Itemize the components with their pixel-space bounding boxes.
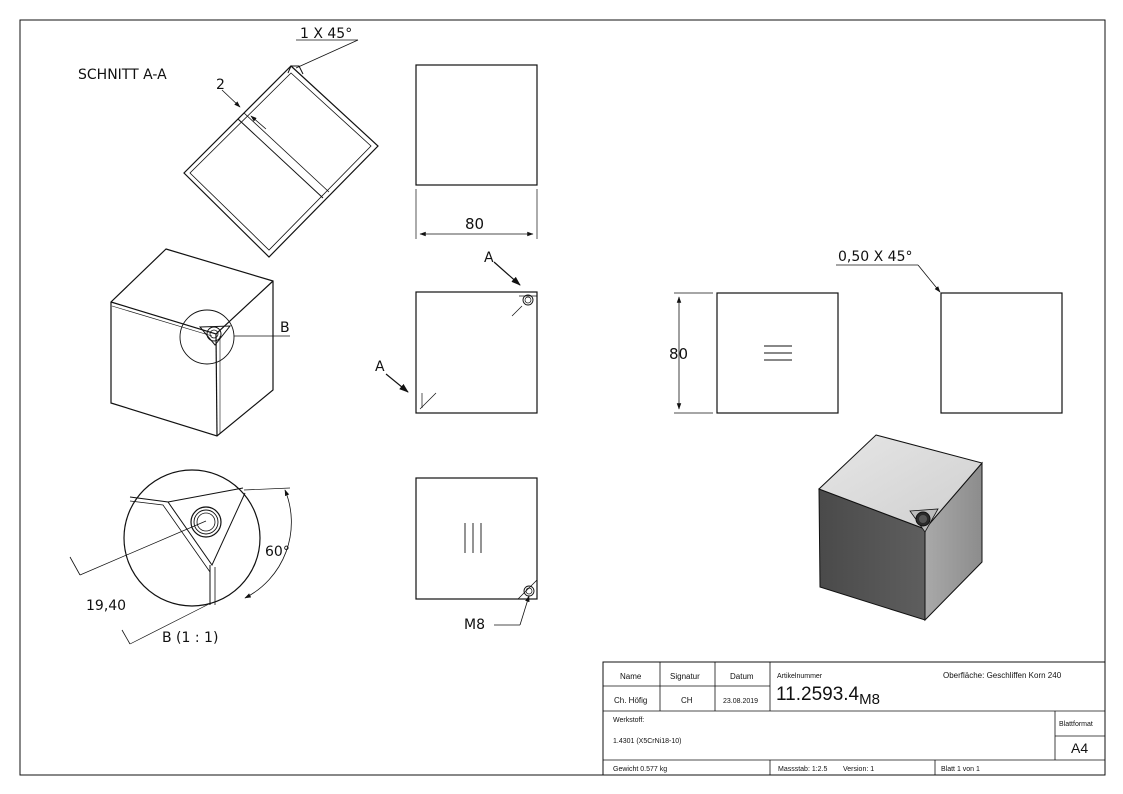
size-label: 19,40 bbox=[86, 598, 126, 614]
detail-marker: B bbox=[280, 320, 290, 336]
section-marker-top: A bbox=[484, 250, 494, 266]
werkstoff-label: Werkstoff: bbox=[613, 717, 644, 724]
height-label: 80 bbox=[669, 345, 688, 363]
chamfer-label: 1 X 45° bbox=[300, 26, 352, 42]
header-datum: Datum bbox=[730, 672, 754, 681]
iso-view: B bbox=[110, 248, 290, 437]
side-view-left: 80 bbox=[669, 292, 839, 414]
sheet-border bbox=[19, 19, 1106, 776]
name-value: Ch. Höfig bbox=[614, 696, 647, 705]
detail-view: 60° 19,40 B (1 : 1) bbox=[69, 469, 292, 646]
svg-text:11.2593.4M8: 11.2593.4M8 bbox=[776, 684, 880, 708]
section-view: SCHNITT A-A 1 X 45° 2 bbox=[78, 26, 379, 258]
angle-label: 60° bbox=[265, 544, 290, 560]
massstab: Massstab: 1:2.5 bbox=[778, 766, 828, 773]
top-view: 80 bbox=[415, 64, 538, 239]
detail-caption: B (1 : 1) bbox=[162, 630, 218, 646]
datum-value: 23.08.2019 bbox=[723, 698, 758, 705]
version: Version: 1 bbox=[843, 766, 874, 773]
artikelnummer-sub: M8 bbox=[859, 691, 880, 708]
detail-circle-marker bbox=[179, 309, 235, 365]
section-marker-left: A bbox=[375, 359, 385, 375]
title-block: Name Signatur Datum Ch. Höfig CH 23.08.2… bbox=[602, 661, 1106, 776]
front-view: A A bbox=[375, 250, 538, 414]
header-name: Name bbox=[620, 672, 642, 681]
blatt: Blatt 1 von 1 bbox=[941, 766, 980, 773]
artikelnummer-label: Artikelnummer bbox=[777, 673, 823, 680]
bottom-view: M8 bbox=[415, 477, 538, 633]
artikelnummer-main: 11.2593.4 bbox=[776, 684, 860, 705]
blattformat-value: A4 bbox=[1071, 740, 1088, 756]
signatur-value: CH bbox=[681, 696, 693, 705]
gewicht: Gewicht 0.577 kg bbox=[613, 766, 667, 773]
thread-label: M8 bbox=[464, 617, 485, 633]
side-view-right: 0,50 X 45° bbox=[836, 249, 1063, 414]
werkstoff-value: 1.4301 (X5CrNi18-10) bbox=[613, 738, 681, 745]
blattformat-label: Blattformat bbox=[1059, 721, 1093, 728]
section-title: SCHNITT A-A bbox=[78, 67, 167, 83]
top-width-label: 80 bbox=[465, 215, 484, 233]
thickness-label: 2 bbox=[216, 77, 225, 93]
right-chamfer-label: 0,50 X 45° bbox=[838, 249, 912, 265]
shaded-iso-view bbox=[818, 434, 983, 622]
header-signatur: Signatur bbox=[670, 672, 700, 681]
oberflaeche: Oberfläche: Geschliffen Korn 240 bbox=[943, 671, 1062, 680]
